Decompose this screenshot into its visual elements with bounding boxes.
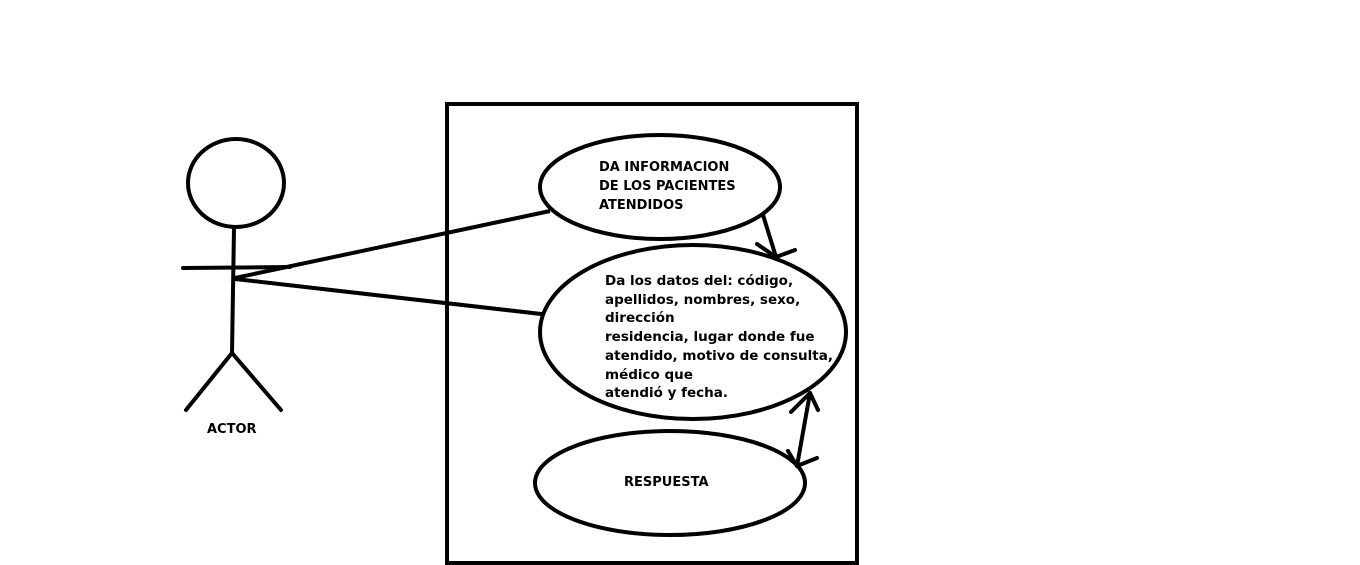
arrow-usecase1-to-usecase2 xyxy=(755,213,797,259)
use-case-2-line-4: residencia, lugar donde fue xyxy=(605,329,815,345)
use-case-da-informacion xyxy=(538,133,782,241)
actor-figure xyxy=(181,137,292,412)
use-case-1-line-1: DA INFORMACION xyxy=(599,160,729,175)
actor-arms xyxy=(181,265,292,270)
actor-label: ACTOR xyxy=(207,422,257,437)
use-case-1-line-3: ATENDIDOS xyxy=(599,198,684,213)
use-case-1-line-2: DE LOS PACIENTES xyxy=(599,179,736,194)
actor-right-leg xyxy=(230,351,283,412)
use-case-respuesta xyxy=(533,429,807,537)
use-case-2-line-3: dirección xyxy=(605,310,675,326)
association-actor-usecase-1 xyxy=(234,209,551,280)
use-case-3-label: RESPUESTA xyxy=(624,475,709,490)
use-case-2-line-1: Da los datos del: código, xyxy=(605,273,793,289)
actor-left-leg xyxy=(184,351,234,412)
actor-body xyxy=(230,226,236,355)
use-case-2-line-6: médico que xyxy=(605,367,693,383)
use-case-2-line-5: atendido, motivo de consulta, xyxy=(605,348,833,364)
association-actor-usecase-2 xyxy=(234,277,551,317)
use-case-2-line-2: apellidos, nombres, sexo, xyxy=(605,292,800,308)
arrow-usecase2-respuesta xyxy=(786,391,820,468)
use-case-datos xyxy=(538,243,848,421)
system-boundary xyxy=(445,102,859,565)
actor-head xyxy=(186,137,286,229)
use-case-2-line-7: atendió y fecha. xyxy=(605,385,728,401)
